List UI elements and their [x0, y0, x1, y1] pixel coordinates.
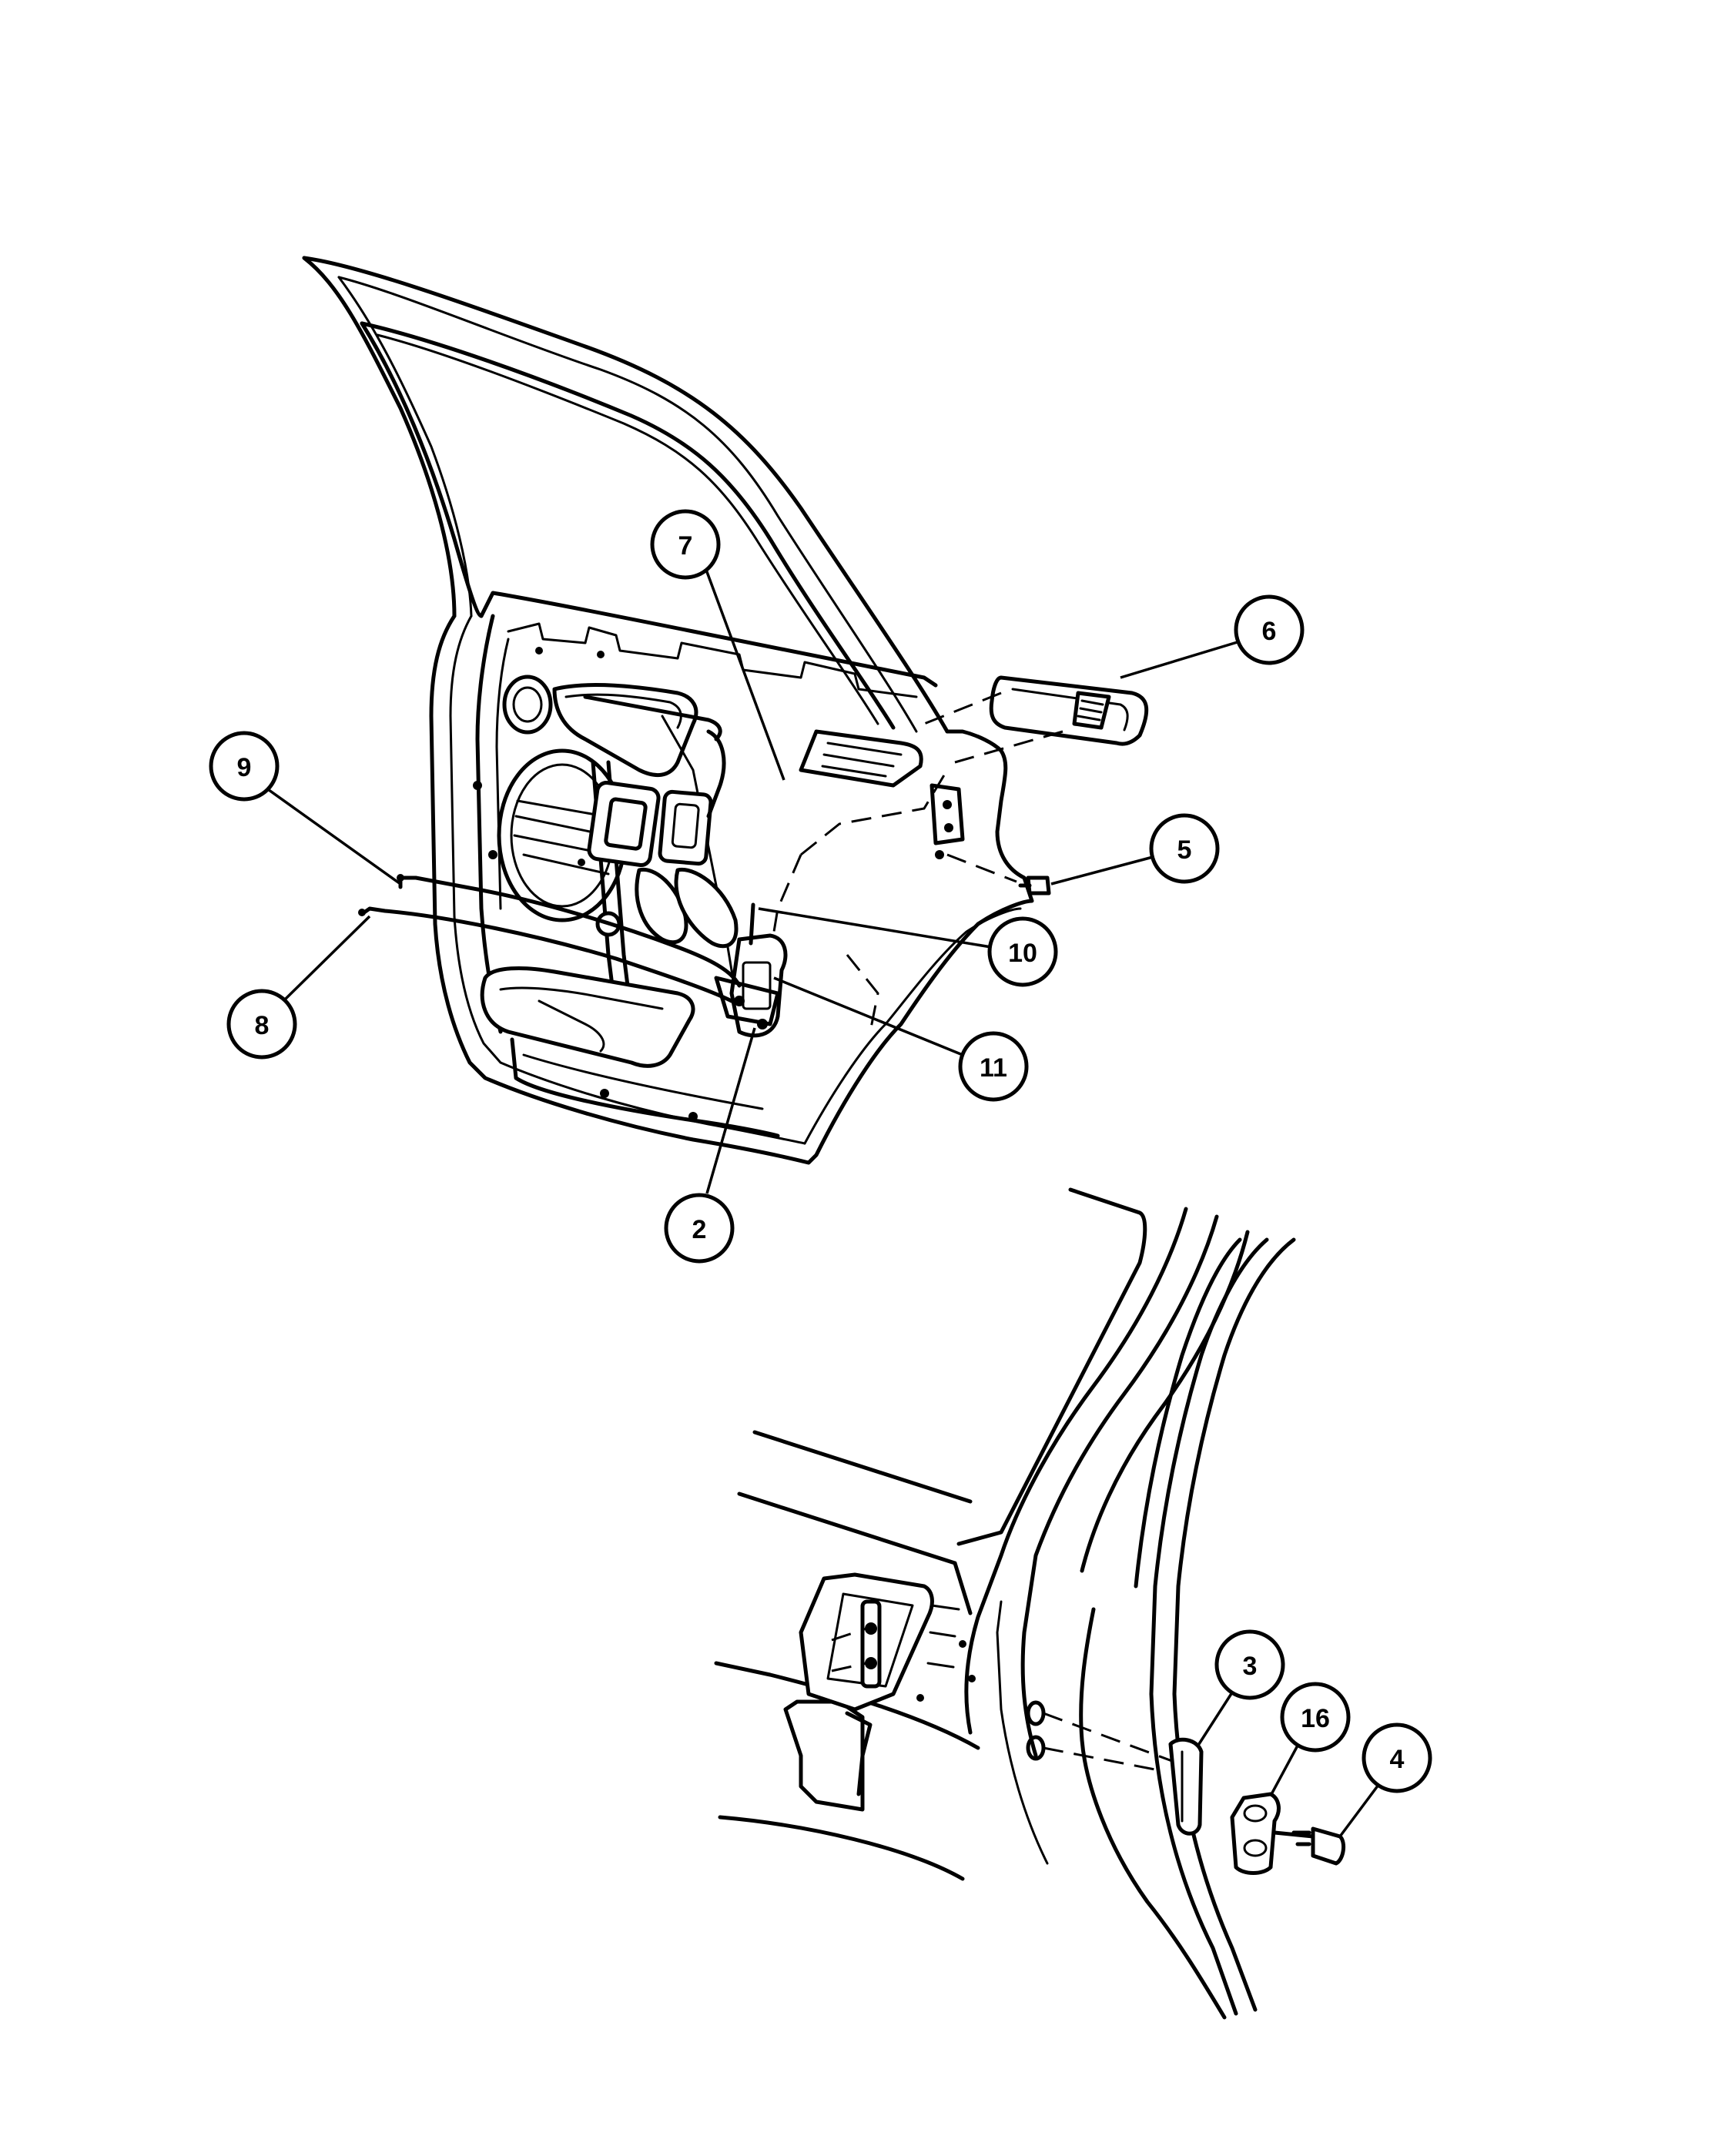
- leader-line-4: [1338, 1783, 1380, 1838]
- leader-line-11: [773, 976, 963, 1056]
- screw-part: [946, 853, 1051, 896]
- callout-label-16: 16: [1301, 1704, 1330, 1733]
- outside-door-handle: [923, 675, 1149, 764]
- callout-label-11: 11: [980, 1053, 1007, 1083]
- callout-6: 6: [1120, 594, 1305, 679]
- leader-line-9: [264, 786, 402, 886]
- callout-label-3: 3: [1243, 1652, 1258, 1681]
- callout-11: 11: [773, 976, 1029, 1102]
- latch-rods: [358, 874, 742, 1003]
- callout-circle-4: [1362, 1722, 1432, 1793]
- callout-circle-8: [226, 989, 297, 1060]
- callout-label-9: 9: [237, 753, 252, 782]
- callout-5: 5: [1050, 813, 1220, 886]
- callout-7: 7: [650, 509, 785, 781]
- leader-line-10: [758, 907, 992, 949]
- callout-circle-16: [1280, 1682, 1351, 1753]
- callout-label-6: 6: [1262, 617, 1277, 646]
- striker-parts: [1168, 1737, 1346, 1875]
- callout-9: 9: [209, 731, 402, 886]
- body-pillar: [714, 1187, 1296, 2020]
- callout-circle-3: [1214, 1629, 1285, 1700]
- callout-8: 8: [226, 915, 371, 1060]
- leader-line-16: [1269, 1745, 1299, 1796]
- callout-label-8: 8: [255, 1011, 270, 1040]
- callout-circle-9: [209, 731, 280, 802]
- leader-line-7: [705, 569, 785, 781]
- leader-line-6: [1120, 640, 1241, 679]
- rear-door-assembly: [302, 256, 1034, 1165]
- callout-3: 3: [1196, 1629, 1285, 1747]
- callout-circle-2: [664, 1193, 735, 1264]
- callout-16: 16: [1269, 1682, 1351, 1796]
- callout-circle-11: [958, 1031, 1029, 1102]
- callout-4: 4: [1338, 1722, 1432, 1838]
- callouts: 7 6 9 5 10 8 1: [209, 509, 1432, 1838]
- leader-line-3: [1196, 1692, 1234, 1747]
- callout-circle-7: [650, 509, 721, 580]
- callout-label-10: 10: [1008, 939, 1037, 968]
- callout-2: 2: [664, 1027, 756, 1264]
- callout-circle-6: [1234, 594, 1305, 665]
- callout-label-4: 4: [1390, 1745, 1405, 1774]
- callout-10: 10: [758, 907, 1058, 987]
- callout-label-5: 5: [1177, 835, 1192, 865]
- callout-label-2: 2: [692, 1215, 707, 1244]
- leader-line-8: [283, 915, 371, 1001]
- callout-circle-10: [987, 916, 1058, 987]
- callout-label-7: 7: [678, 531, 693, 561]
- leader-line-2: [705, 1027, 756, 1194]
- leader-line-5: [1050, 855, 1154, 886]
- callout-circle-5: [1149, 813, 1220, 884]
